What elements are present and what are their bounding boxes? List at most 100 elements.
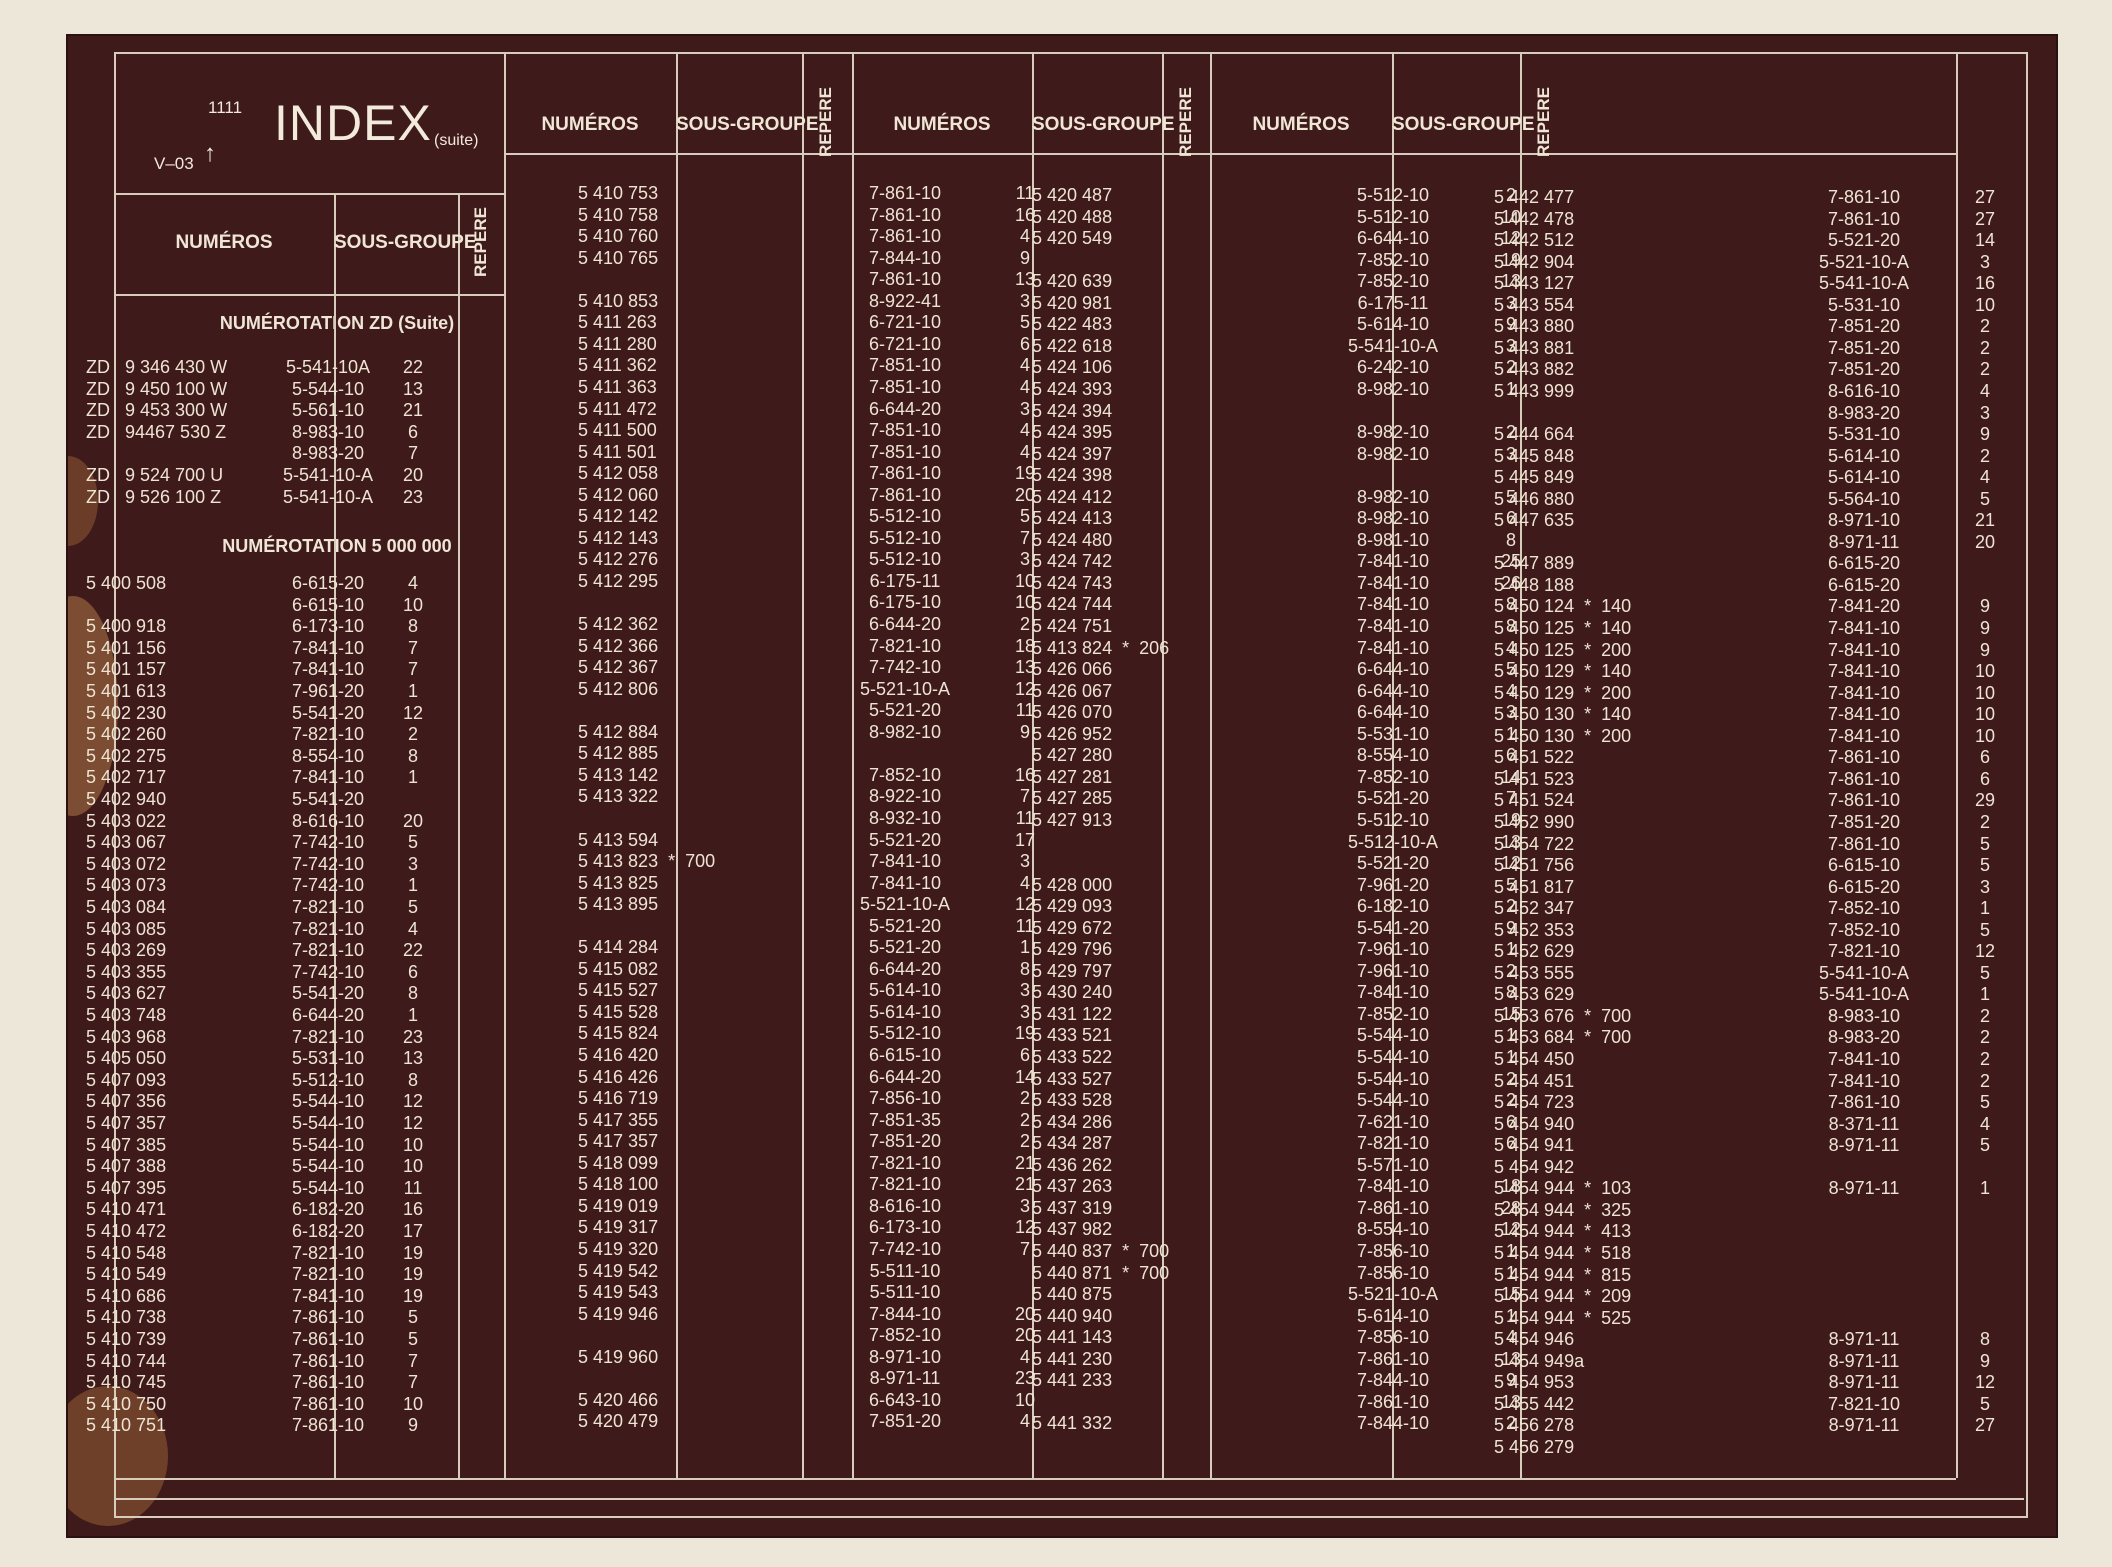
numero-cell: 5 452 347 (1494, 898, 1575, 919)
sous-groupe-cell: 5-521-10-A (1347, 1284, 1439, 1305)
repere-cell: 20 (402, 465, 424, 485)
numero-cell: 5 434 286 (1032, 1111, 1113, 1132)
repere-cell: 28 (1500, 1197, 1522, 1218)
numero-cell: 5 441 143 (1032, 1327, 1113, 1348)
repere-cell: 14 (1014, 1066, 1036, 1087)
sous-groupe-cell: 5-614-10 (1827, 467, 1901, 488)
sous-groupe-cell: 7-841-10 (1356, 594, 1430, 615)
repere-cell: 11 (1015, 700, 1035, 721)
sous-groupe-cell: 7-844-10 (1356, 1370, 1430, 1391)
numero-cell: 5 450 130 * 200 (1494, 725, 1632, 746)
sous-groupe-cell: 5-512-10 (868, 506, 942, 527)
sous-groupe-cell: 7-841-10 (1356, 1176, 1430, 1197)
sous-groupe-cell: 8-971-10 (868, 1346, 942, 1367)
sous-groupe-cell: 7-852-10 (1827, 898, 1901, 919)
sous-groupe-cell: 7-841-10 (1356, 551, 1430, 572)
repere-cell: 8 (407, 983, 418, 1004)
column-divider (1956, 52, 1958, 1478)
sous-groupe-cell: 6-721-10 (868, 312, 942, 333)
repere-cell: 3 (1019, 851, 1030, 872)
numero-cell: 5 410 765 (578, 247, 659, 268)
sous-groupe-cell: 5-521-10-A (859, 894, 951, 915)
numero-cell: 5 424 413 (1032, 508, 1113, 529)
repere-cell: 4 (1505, 680, 1516, 701)
repere-cell: 19 (1014, 463, 1036, 484)
repere-cell: 11 (1015, 915, 1035, 936)
numero-cell: 5 450 130 * 140 (1494, 704, 1632, 725)
numero-cell: 5 429 093 (1032, 896, 1113, 917)
numero-cell: 5 400 918 (86, 616, 167, 637)
column-header-sous-groupe: SOUS-GROUPE (334, 232, 477, 253)
repere-cell: 6 (1979, 747, 1990, 768)
sous-groupe-cell: 5-541-10-A (282, 486, 374, 507)
repere-cell: 2 (1979, 1027, 1990, 1048)
sous-groupe-cell: 7-861-10 (868, 269, 942, 290)
repere-cell: 5 (1979, 919, 1990, 940)
numero-cell: 5 418 100 (578, 1174, 659, 1195)
sous-groupe-cell: 8-616-10 (1827, 380, 1901, 401)
sous-groupe-cell: 7-841-10 (1356, 982, 1430, 1003)
repere-cell: 9 (1979, 1350, 1990, 1371)
numero-cell: 5 401 157 (86, 659, 167, 680)
repere-cell: 8 (1979, 1329, 1990, 1350)
column-divider (852, 52, 854, 1478)
repere-cell: 11 (403, 1177, 423, 1198)
repere-cell: 9 (1505, 917, 1516, 938)
sous-groupe-cell: 7-821-10 (291, 918, 365, 939)
sous-groupe-cell: 5-614-10 (868, 1001, 942, 1022)
numero-cell: 5 412 276 (578, 549, 659, 570)
index-sheet: 1111 INDEX (suite) V–03 ↑ NUMÉROTATION Z… (68, 36, 2056, 1536)
repere-cell: 20 (402, 810, 424, 831)
sous-groupe-cell: 7-821-10 (1827, 941, 1901, 962)
sous-groupe-cell: 7-852-10 (868, 764, 942, 785)
sous-groupe-cell: 5-512-10 (1356, 809, 1430, 830)
page-title: INDEX (274, 95, 432, 151)
numero-cell: 5 424 743 (1032, 572, 1113, 593)
sous-groupe-cell: 5-512-10 (1356, 185, 1430, 205)
sous-groupe-cell: 5-541-20 (291, 983, 365, 1004)
numero-cell: 5 407 093 (86, 1069, 167, 1090)
numero-cell: 5 433 522 (1032, 1047, 1113, 1067)
numero-cell: 5 424 398 (1032, 465, 1113, 486)
repere-cell: 19 (402, 1285, 424, 1306)
sous-groupe-cell: 5-541-20 (1356, 917, 1430, 938)
repere-cell: 12 (402, 1091, 424, 1112)
numero-cell: 5 440 875 (1032, 1284, 1113, 1305)
numero-cell: 5 410 760 (578, 226, 659, 247)
numero-cell: 5 412 885 (578, 743, 659, 764)
numero-cell: 5 453 629 (1494, 984, 1575, 1005)
numero-cell: 5 412 142 (578, 506, 659, 527)
repere-cell: 5 (1019, 506, 1030, 527)
repere-cell: 5 (407, 897, 418, 917)
numero-cell: 5 436 262 (1032, 1154, 1113, 1175)
numero-cell: 5 451 523 (1494, 768, 1575, 789)
sous-groupe-cell: 7-861-10 (291, 1393, 365, 1414)
repere-cell: 7 (407, 443, 418, 464)
numero-cell: 5 441 332 (1032, 1413, 1113, 1434)
repere-cell: 8 (1505, 529, 1516, 550)
sous-groupe-cell: 7-861-10 (868, 204, 942, 225)
numero-cell: 5 454 940 (1494, 1113, 1575, 1134)
numero-cell: 5 454 944 * 325 (1494, 1199, 1632, 1220)
repere-cell: 5 (407, 1329, 418, 1349)
repere-cell: 1 (1979, 1178, 1990, 1199)
sous-groupe-cell: 7-742-10 (291, 875, 365, 896)
column-header-numeros: NUMÉROS (175, 232, 273, 253)
sous-groupe-cell: 8-616-10 (868, 1195, 942, 1216)
numero-cell: 5 410 739 (86, 1329, 167, 1349)
numero-cell: 5 410 753 (578, 183, 659, 203)
numero-cell: 5 413 142 (578, 764, 659, 785)
sous-groupe-cell: 6-175-11 (869, 570, 941, 591)
repere-cell: 7 (407, 637, 418, 658)
repere-cell: 6 (1505, 1111, 1516, 1132)
sous-groupe-cell: 6-721-10 (868, 333, 942, 354)
sous-groupe-cell: 5-531-10 (1827, 424, 1901, 445)
sous-groupe-cell: 7-851-20 (868, 1131, 942, 1152)
numero-cell: 5 403 968 (86, 1026, 167, 1047)
numero-cell: 5 424 395 (1032, 422, 1113, 443)
numero-cell: 5 416 420 (578, 1045, 659, 1065)
repere-cell: 16 (1014, 764, 1036, 785)
repere-cell: 23 (402, 486, 424, 507)
sous-groupe-cell: 7-844-10 (1356, 1413, 1430, 1434)
repere-cell: 13 (1014, 657, 1036, 678)
